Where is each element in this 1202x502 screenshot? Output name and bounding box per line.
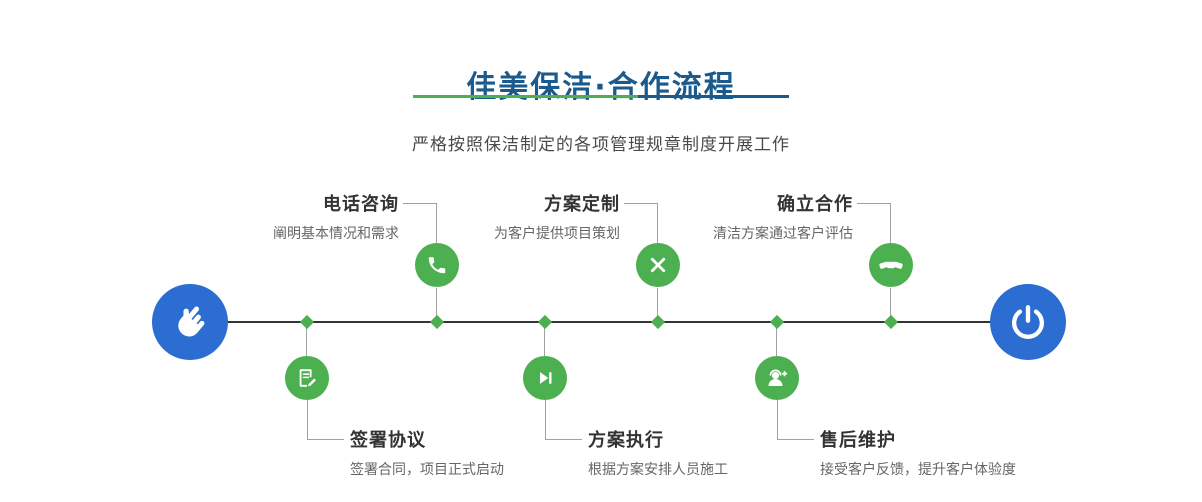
step-title: 方案定制: [544, 194, 620, 215]
timeline-diamond: [650, 314, 666, 330]
headset-node: [755, 356, 799, 400]
connector-line: [545, 400, 582, 440]
handshake-icon: [879, 261, 903, 269]
play-next-icon: [539, 372, 552, 384]
headset-icon: [768, 369, 788, 386]
handshake-node: [869, 243, 913, 287]
connector-line: [306, 324, 307, 356]
phone-icon: [428, 257, 446, 274]
step-title: 方案执行: [588, 430, 664, 451]
connector-line: [624, 203, 658, 243]
title-underline: [413, 95, 789, 98]
pointer-hand-icon: [178, 306, 205, 337]
step-desc: 清洁方案通过客户评估: [713, 226, 853, 242]
connector-line: [890, 288, 891, 318]
timeline-diamond: [769, 314, 785, 330]
underline-green-segment: [413, 95, 638, 98]
timeline-diamond: [883, 314, 899, 330]
connector-line: [857, 203, 891, 243]
timeline-axis: [190, 321, 1028, 323]
timeline-diamond: [429, 314, 445, 330]
timeline-start-node: [152, 284, 228, 360]
connector-line: [776, 324, 777, 356]
step-desc: 接受客户反馈，提升客户体验度: [820, 462, 1016, 478]
design-tools-icon: [650, 257, 666, 273]
connector-line: [436, 288, 437, 318]
timeline-diamond: [299, 314, 315, 330]
timeline-diamond: [537, 314, 553, 330]
section-subtitle: 严格按照保洁制定的各项管理规章制度开展工作: [412, 135, 790, 155]
connector-line: [403, 203, 437, 243]
step-title: 签署协议: [350, 430, 426, 451]
connector-line: [657, 288, 658, 318]
play-node: [523, 356, 567, 400]
step-desc: 为客户提供项目策划: [494, 226, 620, 242]
step-title: 售后维护: [820, 430, 896, 451]
connector-line: [307, 400, 344, 440]
step-title: 确立合作: [777, 194, 853, 215]
design-node: [636, 243, 680, 287]
contract-node: [285, 356, 329, 400]
step-title: 电话咨询: [323, 194, 399, 215]
step-desc: 根据方案安排人员施工: [588, 462, 728, 478]
timeline-end-node: [990, 284, 1066, 360]
step-desc: 阐明基本情况和需求: [273, 226, 399, 242]
underline-blue-segment: [638, 95, 789, 98]
connector-line: [544, 324, 545, 356]
contract-icon: [299, 369, 316, 387]
section-title: 佳美保洁·合作流程: [466, 70, 736, 106]
connector-line: [777, 400, 814, 440]
phone-node: [415, 243, 459, 287]
step-desc: 签署合同，项目正式启动: [350, 462, 504, 478]
power-icon: [1012, 305, 1044, 339]
